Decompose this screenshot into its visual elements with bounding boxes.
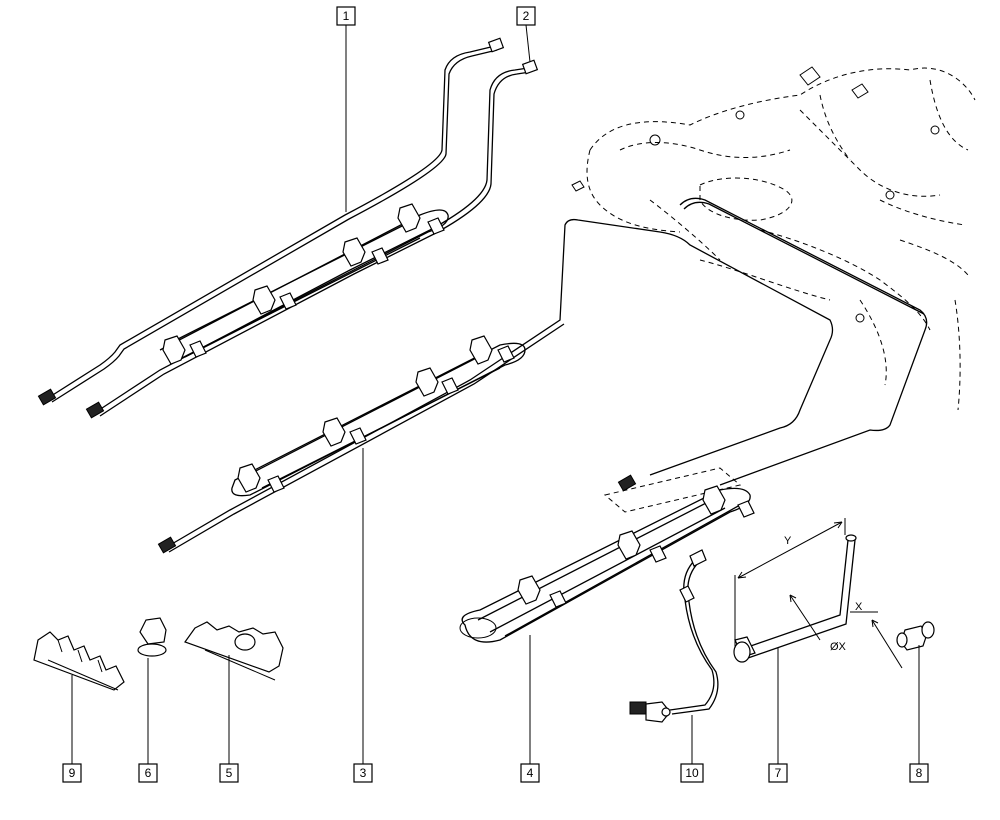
callout-5-label: 5 <box>226 766 233 780</box>
callout-7-label: 7 <box>775 766 782 780</box>
callout-8: 8 <box>909 763 929 783</box>
callout-4: 4 <box>520 763 540 783</box>
callout-9: 9 <box>62 763 82 783</box>
callout-10-label: 10 <box>685 766 699 780</box>
leader-lines <box>71 24 920 764</box>
callout-8-label: 8 <box>916 766 923 780</box>
callout-5: 5 <box>219 763 239 783</box>
callout-3-label: 3 <box>360 766 367 780</box>
part-10-harness <box>629 549 719 723</box>
callout-1-label: 1 <box>343 9 350 23</box>
callout-4-label: 4 <box>527 766 534 780</box>
pipe-assembly-1 <box>37 37 539 419</box>
callout-9-label: 9 <box>69 766 76 780</box>
tank-pipes <box>603 197 928 513</box>
dimension-y-label: Y <box>784 535 792 547</box>
pipe-assembly-4 <box>459 485 755 643</box>
callout-1: 1 <box>336 6 356 26</box>
part-9-clip <box>33 631 125 691</box>
dimension-x-label: X <box>855 601 863 613</box>
part-6-clip <box>137 617 167 657</box>
callout-7: 7 <box>768 763 788 783</box>
pipe-assembly-3 <box>157 218 834 554</box>
callout-2: 2 <box>516 6 536 26</box>
callout-6: 6 <box>138 763 158 783</box>
callout-3: 3 <box>353 763 373 783</box>
part-5-clip <box>184 621 284 681</box>
fuel-tank <box>571 66 976 411</box>
callout-6-label: 6 <box>145 766 152 780</box>
part-7-hose <box>733 518 857 663</box>
callout-2-label: 2 <box>523 9 530 23</box>
dimension-diameter-label: ØX <box>830 641 847 653</box>
part-8-fitting <box>850 611 935 669</box>
callout-10: 10 <box>680 763 704 783</box>
